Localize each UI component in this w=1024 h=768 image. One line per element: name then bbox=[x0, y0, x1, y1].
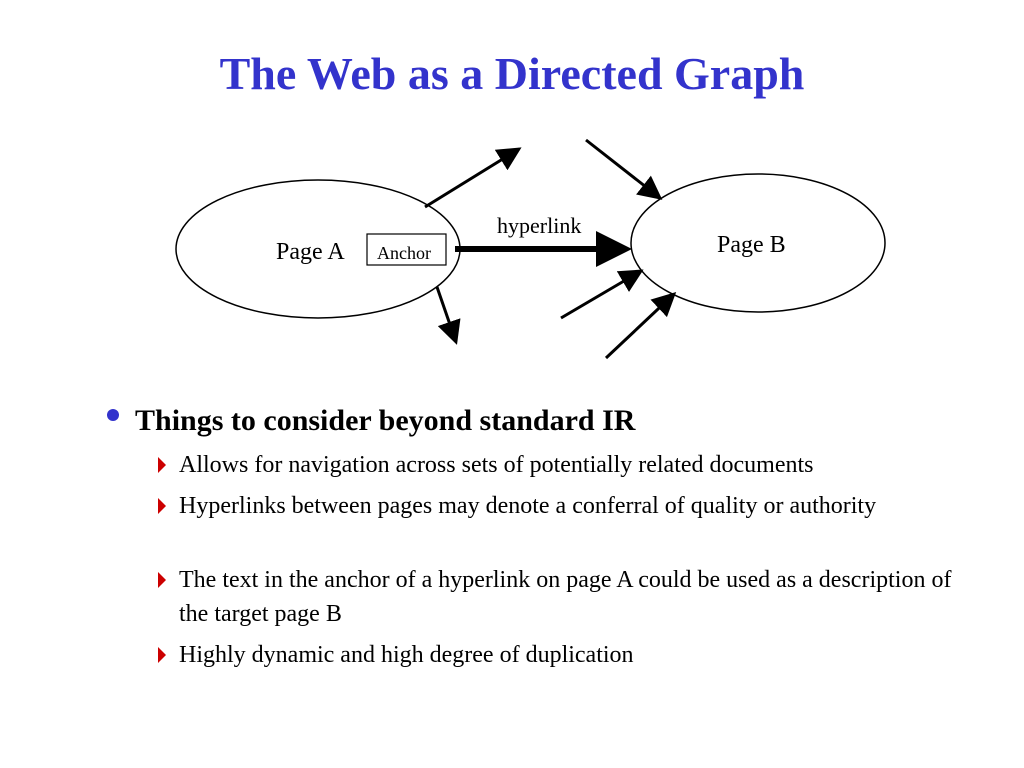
incoming-link-top bbox=[585, 138, 663, 200]
outgoing-link-up bbox=[424, 147, 522, 209]
anchor-label: Anchor bbox=[377, 243, 431, 263]
incoming-link-middle bbox=[560, 269, 644, 320]
sub-bullet-text: Allows for navigation across sets of pot… bbox=[179, 452, 814, 478]
slide-title: The Web as a Directed Graph bbox=[219, 48, 805, 99]
hyperlink-label: hyperlink bbox=[497, 213, 581, 238]
incoming-link-bottom bbox=[604, 291, 677, 360]
directed-graph-diagram: Page A Anchor Page B hyperlink bbox=[175, 138, 886, 360]
bullet-arrow-icon bbox=[158, 457, 166, 473]
bullet-arrow-icon bbox=[158, 498, 166, 514]
bullet-arrow-icon bbox=[158, 647, 166, 663]
outgoing-link-down bbox=[435, 286, 461, 345]
main-bullet: Things to consider beyond standard IR bbox=[100, 400, 980, 444]
page-a-label: Page A bbox=[276, 239, 345, 265]
main-bullet-text: Things to consider beyond standard IR bbox=[135, 404, 636, 437]
anchor-box bbox=[366, 233, 447, 266]
sub-bullet-text: The text in the anchor of a hyperlink on… bbox=[179, 567, 952, 627]
sub-bullet-text: Hyperlinks between pages may denote a co… bbox=[179, 493, 877, 519]
sub-bullet-text: Highly dynamic and high degree of duplic… bbox=[179, 642, 634, 668]
page-b-label: Page B bbox=[717, 232, 786, 258]
bullet-arrow-icon bbox=[158, 572, 166, 588]
bullet-dot-icon bbox=[107, 409, 119, 421]
